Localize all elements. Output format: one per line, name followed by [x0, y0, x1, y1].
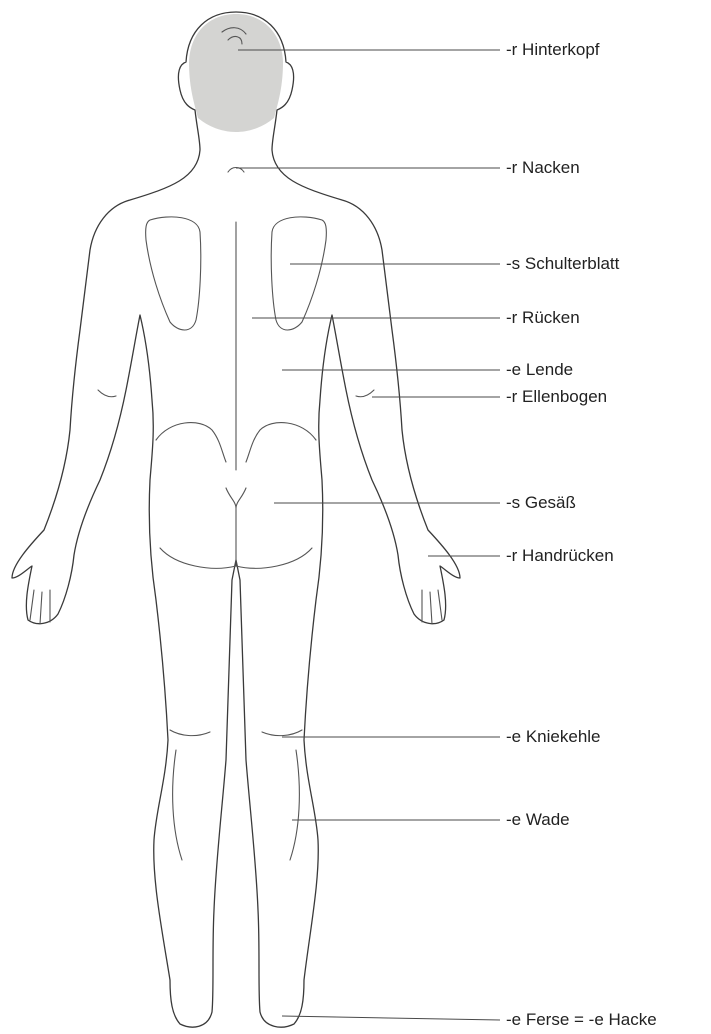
label-schulterblatt: -s Schulterblatt: [506, 254, 619, 274]
right-calf-line: [290, 750, 299, 860]
label-nacken: -r Nacken: [506, 158, 580, 178]
label-wade: -e Wade: [506, 810, 570, 830]
hair-shape: [189, 14, 283, 132]
left-fingers: [30, 590, 50, 624]
label-ferse: -e Ferse = -e Hacke: [506, 1010, 657, 1030]
left-calf-line: [173, 750, 182, 860]
right-fingers: [422, 590, 442, 624]
label-handruecken: -r Handrücken: [506, 546, 614, 566]
right-elbow-crease: [356, 390, 374, 397]
right-buttock-top: [246, 423, 316, 462]
leader-ferse: [282, 1016, 500, 1020]
right-knee-crease: [262, 730, 302, 736]
label-kniekehle: -e Kniekehle: [506, 727, 601, 747]
label-gesaess: -s Gesäß: [506, 493, 576, 513]
label-lende: -e Lende: [506, 360, 573, 380]
left-knee-crease: [170, 730, 210, 736]
left-buttock-top: [156, 423, 226, 462]
right-shoulder-blade: [271, 217, 326, 330]
label-ellenbogen: -r Ellenbogen: [506, 387, 607, 407]
left-elbow-crease: [98, 390, 116, 397]
label-ruecken: -r Rücken: [506, 308, 580, 328]
left-shoulder-blade: [146, 217, 201, 330]
sacral-v: [226, 488, 246, 508]
label-hinterkopf: -r Hinterkopf: [506, 40, 600, 60]
